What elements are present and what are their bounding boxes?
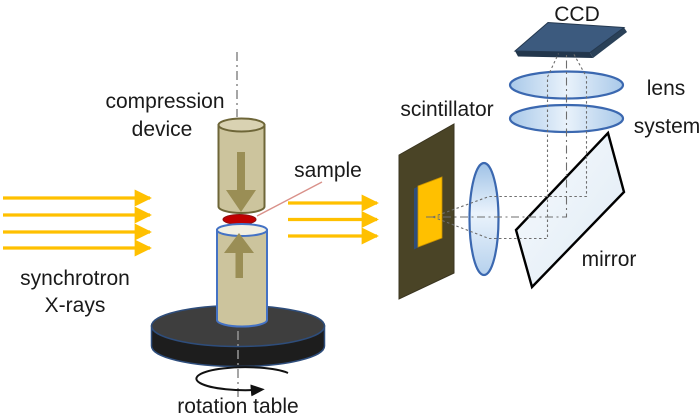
mirror bbox=[514, 130, 626, 290]
rotation-arrow bbox=[195, 366, 289, 397]
compression-device-label-line1: compression bbox=[105, 90, 224, 113]
sample-label: sample bbox=[294, 159, 362, 182]
synchrotron-label-line2: X-rays bbox=[45, 294, 106, 317]
mirror-label: mirror bbox=[582, 248, 637, 271]
rotation-table-label: rotation table bbox=[177, 395, 298, 418]
sample-leader-line bbox=[256, 181, 323, 217]
ccd-front-edge bbox=[515, 51, 593, 58]
ccd-top-face bbox=[513, 21, 626, 54]
transmitted-xray-beam-arrows bbox=[288, 194, 379, 245]
ccd-right-edge bbox=[590, 27, 627, 58]
compression-device-label-line2: device bbox=[132, 118, 193, 141]
compression-up-arrow bbox=[224, 233, 254, 278]
scintillator-window-edge bbox=[414, 186, 418, 250]
light-ray-upper bbox=[432, 53, 588, 218]
scintillator bbox=[398, 123, 455, 300]
optical-axis bbox=[426, 53, 568, 218]
labels: synchrotron X-rays compression device sa… bbox=[20, 3, 700, 418]
objective-lens bbox=[468, 161, 500, 277]
ccd-sensor bbox=[513, 21, 627, 58]
synchrotron-label-line1: synchrotron bbox=[20, 267, 130, 290]
optical-path bbox=[426, 53, 588, 240]
ccd-label: CCD bbox=[554, 3, 600, 26]
lens-system-label-line2: system bbox=[634, 115, 700, 138]
lower-piston-top bbox=[216, 223, 268, 237]
compression-down-arrow bbox=[226, 152, 256, 212]
incident-xray-beam-arrows bbox=[3, 189, 152, 257]
lower-piston bbox=[216, 223, 268, 328]
scintillator-label: scintillator bbox=[400, 98, 493, 121]
lower-piston-body bbox=[216, 229, 268, 328]
upper-piston bbox=[217, 117, 266, 214]
lens-system-label-line1: lens bbox=[647, 77, 686, 100]
upper-piston-top bbox=[217, 117, 266, 133]
scintillator-window bbox=[417, 176, 443, 248]
sample-disc bbox=[222, 214, 257, 225]
